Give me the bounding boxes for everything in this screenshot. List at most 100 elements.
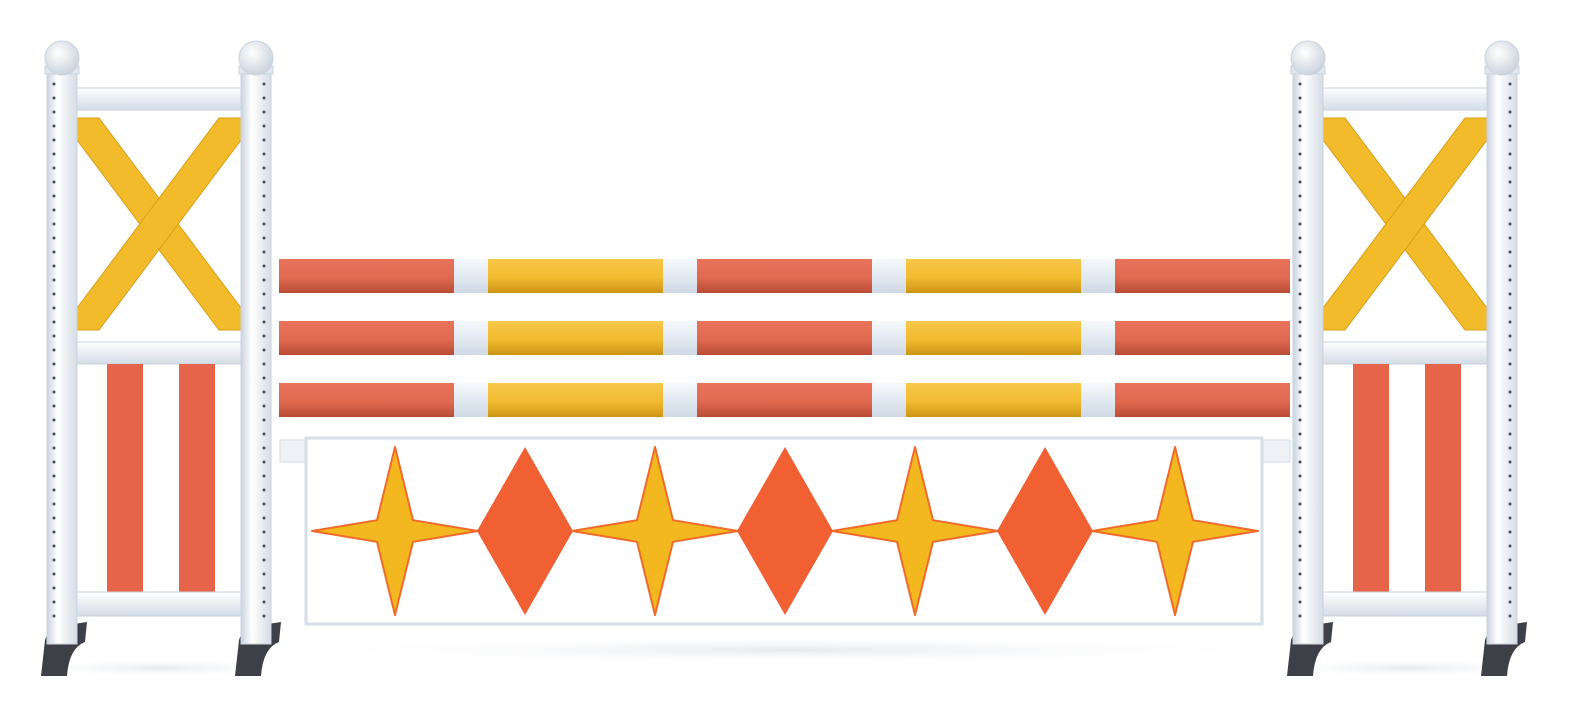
post-hole [262, 96, 266, 100]
post-hole [52, 222, 56, 226]
post-hole [262, 558, 266, 562]
post-hole [52, 432, 56, 436]
post-hole [1508, 334, 1512, 338]
post-column [1486, 65, 1518, 645]
post-hole [1298, 180, 1302, 184]
post-hole [262, 222, 266, 226]
post-hole [52, 558, 56, 562]
post-hole [1298, 138, 1302, 142]
post-hole [52, 446, 56, 450]
post-hole [1508, 614, 1512, 618]
wing-middle-rail [76, 341, 242, 365]
post-hole [1298, 222, 1302, 226]
post-hole [1508, 446, 1512, 450]
post-hole [262, 614, 266, 618]
post-hole [52, 96, 56, 100]
post-hole [1298, 572, 1302, 576]
post-ball-cap [238, 40, 274, 76]
post-hole [52, 152, 56, 156]
pole-white-band [1081, 259, 1115, 293]
pole-white-band [872, 321, 906, 355]
post-hole [1298, 558, 1302, 562]
post-hole [262, 334, 266, 338]
post-hole [1508, 250, 1512, 254]
post-hole [52, 278, 56, 282]
post-hole [1298, 292, 1302, 296]
pole-red-segment [279, 383, 454, 417]
post-hole [1298, 502, 1302, 506]
pole-red-segment [697, 259, 872, 293]
diamond-shape [737, 447, 833, 615]
left-stand-shadow [20, 658, 300, 678]
wing-bottom-rail [76, 591, 242, 617]
post-hole [1298, 376, 1302, 380]
post-hole [262, 166, 266, 170]
pole-white-band [663, 321, 697, 355]
post-hole [52, 124, 56, 128]
post-hole [52, 600, 56, 604]
post-hole [52, 404, 56, 408]
post-hole [1298, 474, 1302, 478]
decorated-plank [279, 436, 1291, 626]
star-shape [1091, 446, 1259, 616]
post-hole [52, 530, 56, 534]
pole-yellow-segment [488, 259, 663, 293]
post-hole [1298, 390, 1302, 394]
post-hole [262, 488, 266, 492]
post-column [46, 65, 78, 645]
pole-white-band [663, 383, 697, 417]
post-column [1292, 65, 1324, 645]
post-hole [1508, 474, 1512, 478]
post-hole [1508, 488, 1512, 492]
post-hole [1508, 418, 1512, 422]
post-hole [1298, 166, 1302, 170]
post-hole [52, 166, 56, 170]
wing-stripe [1353, 364, 1389, 592]
post-hole [1298, 460, 1302, 464]
post-hole [1298, 404, 1302, 408]
wing-middle-rail [1322, 341, 1488, 365]
post-holes [52, 82, 56, 618]
wing-post-right [1481, 40, 1527, 676]
post-hole [1508, 390, 1512, 394]
pole-yellow-segment [906, 321, 1081, 355]
wing-bottom-rail [1322, 591, 1488, 617]
post-hole [52, 488, 56, 492]
post-hole [1298, 348, 1302, 352]
pole-yellow-segment [906, 259, 1081, 293]
post-hole [1298, 124, 1302, 128]
post-hole [262, 208, 266, 212]
post-hole [52, 292, 56, 296]
post-hole [52, 474, 56, 478]
left-wing-stand [41, 40, 281, 676]
post-hole [1298, 362, 1302, 366]
post-hole [262, 418, 266, 422]
wing-stripe [1425, 364, 1461, 592]
post-column [240, 65, 272, 645]
post-hole [262, 572, 266, 576]
post-hole [52, 376, 56, 380]
post-hole [1298, 418, 1302, 422]
pole-white-band [454, 383, 488, 417]
post-hole [262, 124, 266, 128]
post-hole [1508, 348, 1512, 352]
post-hole [1508, 544, 1512, 548]
post-hole [262, 544, 266, 548]
ground-shadow [20, 636, 1548, 678]
pole-white-band [1081, 321, 1115, 355]
post-hole [52, 614, 56, 618]
post-hole [262, 530, 266, 534]
post-hole [1508, 278, 1512, 282]
wing-post-right [235, 40, 281, 676]
post-hole [262, 236, 266, 240]
post-hole [52, 460, 56, 464]
star-shape [831, 446, 999, 616]
post-hole [1298, 278, 1302, 282]
pole [279, 321, 1290, 355]
post-holes [1298, 82, 1302, 618]
post-hole [52, 110, 56, 114]
right-wing-stand [1287, 40, 1527, 676]
post-hole [1298, 432, 1302, 436]
post-hole [1298, 320, 1302, 324]
post-hole [1298, 334, 1302, 338]
